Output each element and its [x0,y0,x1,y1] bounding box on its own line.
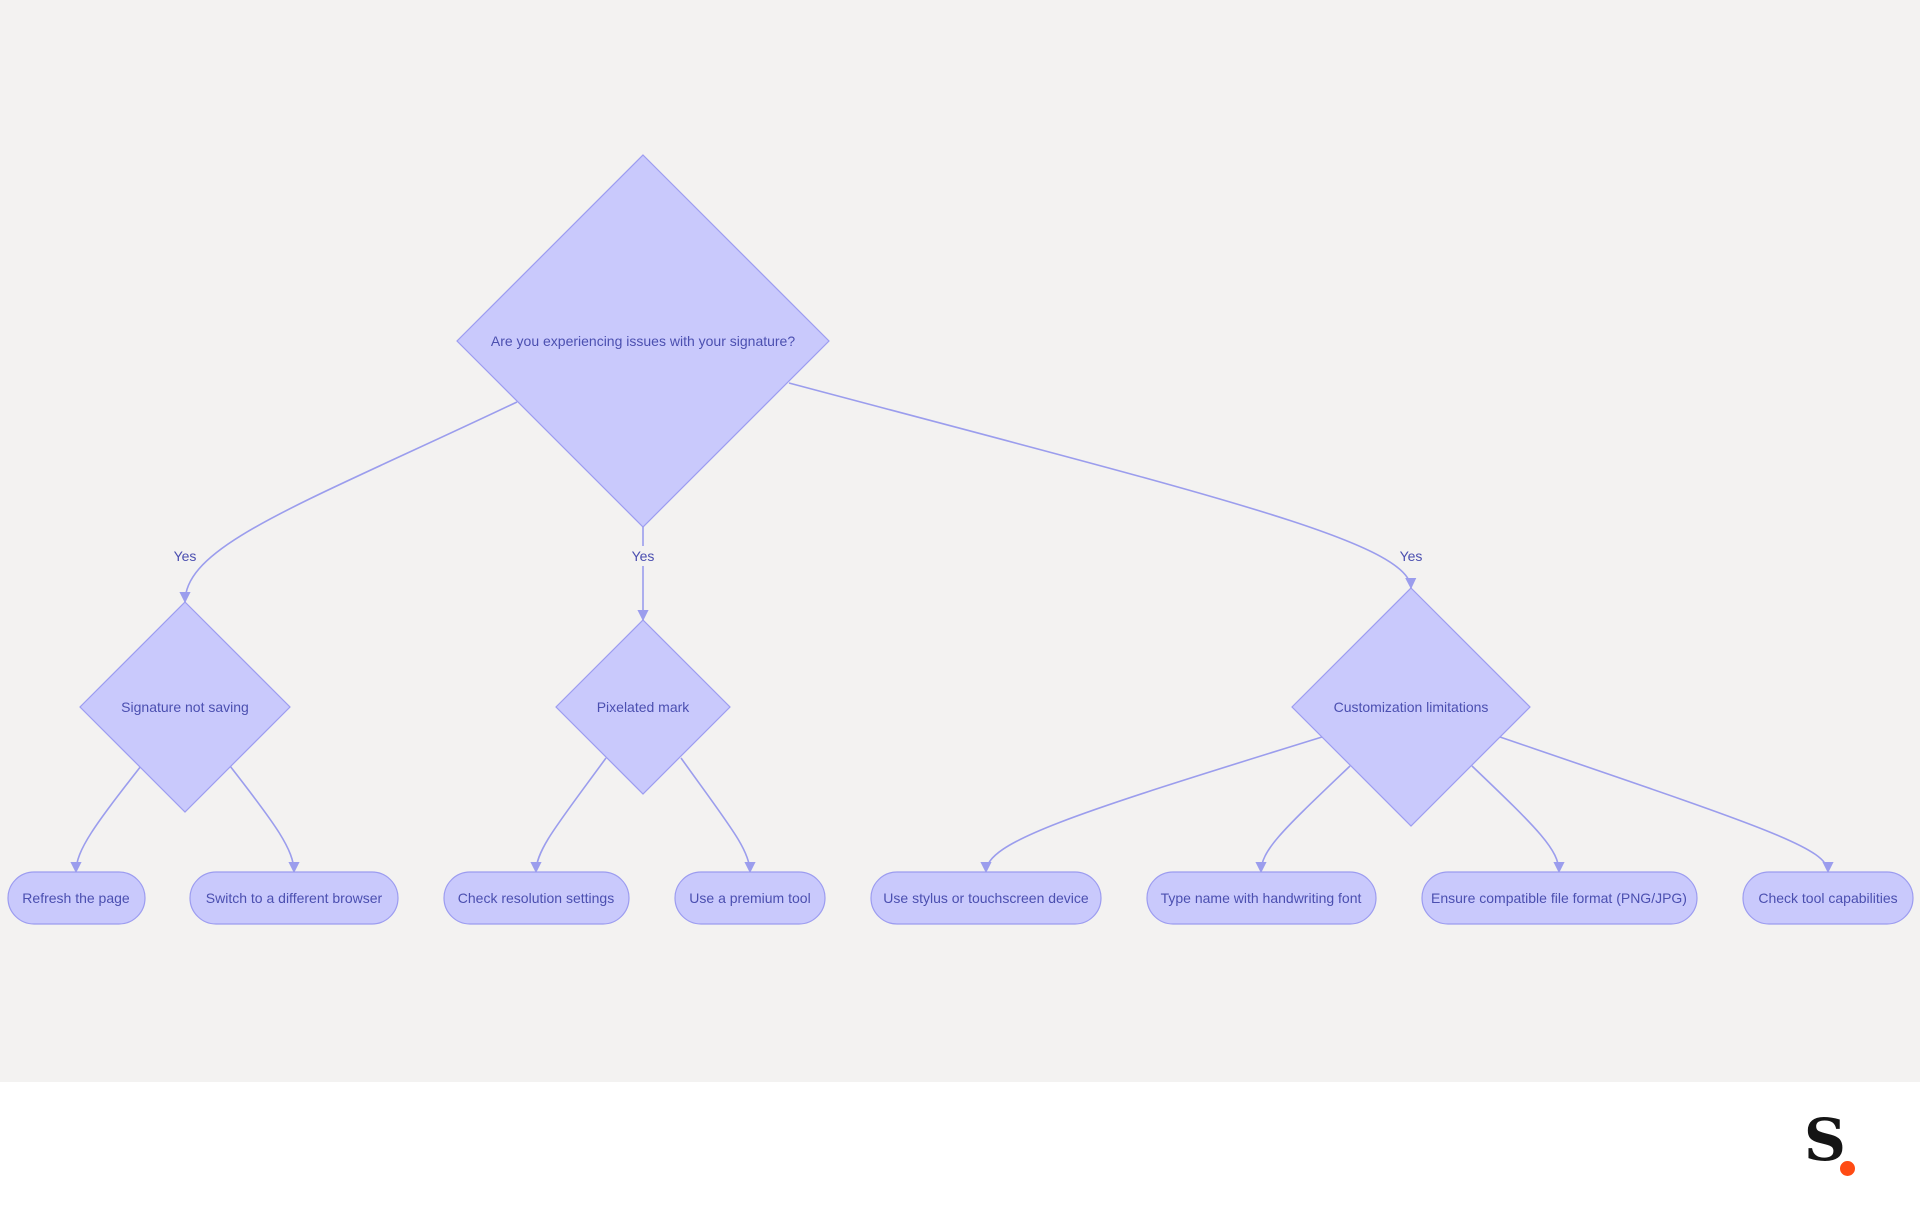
action-label-tool-capabilities: Check tool capabilities [1758,890,1897,906]
action-node-refresh[interactable] [7,871,146,925]
logo-dot [1840,1161,1855,1176]
action-label-file-format: Ensure compatible file format (PNG/JPG) [1431,890,1687,906]
decision-node-pixelated[interactable] [555,619,731,795]
decision-node-root[interactable] [456,154,830,528]
action-label-switch-browser: Switch to a different browser [206,890,383,906]
decision-label-pixelated: Pixelated mark [597,699,691,715]
edge-customization-stylus [980,736,1323,874]
action-node-handwriting-font[interactable] [1146,871,1377,925]
action-node-stylus[interactable] [870,871,1102,925]
decision-flowchart: Yes Yes Yes Are you experiencing issues … [7,154,1914,925]
edge-not-saving-refresh [70,765,142,874]
edge-root-not-saving [179,401,518,604]
decision-node-not-saving[interactable] [79,601,291,813]
action-node-check-resolution[interactable] [443,871,630,925]
decision-label-root: Are you experiencing issues with your si… [491,333,795,349]
action-label-handwriting-font: Type name with handwriting font [1161,890,1362,906]
action-label-check-resolution: Check resolution settings [458,890,614,906]
action-label-premium-tool: Use a premium tool [689,890,810,906]
edge-customization-handwriting-font [1255,765,1351,874]
edge-pixelated-check-resolution [530,757,607,874]
logo-letter: S [1804,1106,1846,1174]
action-node-file-format[interactable] [1421,871,1698,925]
decision-label-customization: Customization limitations [1334,699,1489,715]
decision-node-customization[interactable] [1291,587,1531,827]
edge-not-saving-switch-browser [229,765,300,874]
edge-pixelated-premium-tool [680,757,756,874]
action-node-switch-browser[interactable] [189,871,399,925]
edge-label-yes-pixelated: Yes [632,548,655,564]
decision-label-not-saving: Signature not saving [121,699,249,715]
action-label-refresh: Refresh the page [22,890,130,906]
edge-customization-tool-capabilities [1499,736,1834,874]
s-dot-logo-icon: S [1804,1111,1860,1181]
edge-root-customization [788,382,1417,590]
diagram-canvas: Yes Yes Yes Are you experiencing issues … [0,0,1920,1082]
edge-label-yes-not-saving: Yes [174,548,197,564]
action-node-tool-capabilities[interactable] [1742,871,1914,925]
edge-customization-file-format [1471,765,1565,874]
action-node-premium-tool[interactable] [674,871,826,925]
footer [0,1082,1920,1215]
edge-label-yes-customization: Yes [1400,548,1423,564]
action-label-stylus: Use stylus or touchscreen device [883,890,1089,906]
